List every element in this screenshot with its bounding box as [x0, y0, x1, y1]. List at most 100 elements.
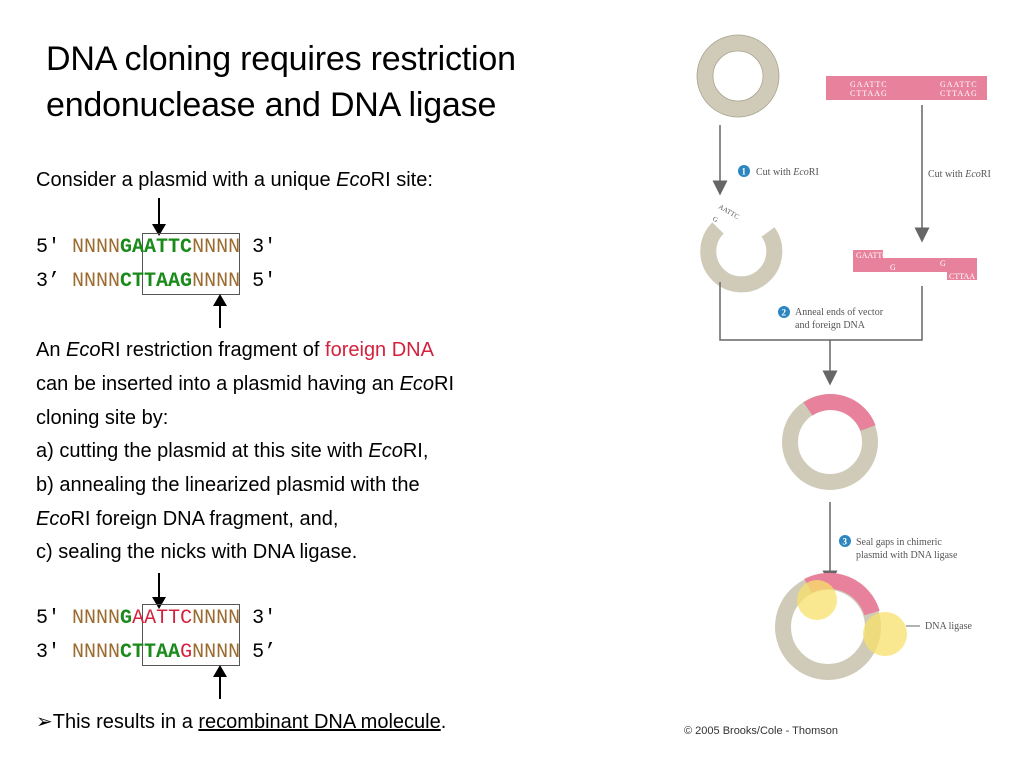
- step-1-badge: [738, 165, 750, 177]
- foreign-dna-text: foreign DNA: [325, 339, 434, 361]
- linear-end-top: AATTC: [717, 203, 741, 221]
- cut-arrow-bottom-1: [219, 302, 221, 328]
- seq1-top-3prime: 3': [252, 236, 277, 259]
- chimeric-insert: [803, 394, 876, 432]
- seq1-bottom-n2: NNNN: [192, 270, 241, 293]
- seq1-bottom-3prime: 3’: [36, 270, 61, 293]
- ligase-label: DNA ligase: [925, 621, 973, 632]
- conclusion-suffix: .: [440, 711, 447, 733]
- seq2-bottom-n2: NNNN: [192, 641, 241, 664]
- cut-arrow-top-2: [158, 573, 160, 603]
- step-1-number: 1: [742, 167, 747, 177]
- seq2-top-n1: NNNN: [72, 607, 121, 630]
- step-2-number: 2: [782, 308, 787, 318]
- body-line-1: An EcoRI restriction fragment of foreign…: [36, 338, 434, 362]
- title-line-2: endonuclease and DNA ligase: [46, 86, 497, 124]
- cloning-figure: GAATTC CTTAAG GAATTC CTTAAG 1 Cut with E…: [684, 34, 991, 737]
- body-l1-eco: Eco: [66, 339, 101, 361]
- step-2-label-2: and foreign DNA: [795, 320, 866, 331]
- step-2-label-1: Anneal ends of vector: [795, 307, 884, 318]
- site-box-1: [142, 233, 240, 295]
- seq2-top-5prime: 5': [36, 607, 61, 630]
- step-3-label-1: Seal gaps in chimeric: [856, 537, 942, 548]
- seq1-top-n2: NNNN: [192, 236, 241, 259]
- body-l4-eco: Eco: [368, 440, 403, 462]
- merge-line-right: [822, 286, 923, 386]
- intro-prefix: Consider a plasmid with a unique: [36, 169, 337, 191]
- recombinant-dna-term: recombinant DNA molecule: [198, 711, 441, 733]
- seq2-bottom-strand: 3' NNNNCTTAAGNNNN 5’: [36, 641, 276, 665]
- seq1-top-strand: 5' NNNNGAATTCNNNN 3': [36, 236, 276, 260]
- body-line-7: c) sealing the nicks with DNA ligase.: [36, 541, 358, 563]
- cut-arrow-bottom-2: [219, 673, 221, 699]
- step-3-badge: [839, 535, 851, 547]
- seq2-top-g: G: [120, 607, 133, 630]
- slide-title: DNA cloning requires restriction endonuc…: [46, 36, 646, 128]
- body-l6-eco: Eco: [36, 508, 71, 530]
- body-l2-a: can be inserted into a plasmid having an: [36, 373, 400, 395]
- seq2-bottom-5prime: 5’: [252, 641, 277, 664]
- fragment-right-top: G: [940, 259, 946, 268]
- cut-arrowhead-top-2: [152, 597, 166, 609]
- seq2-top-3prime: 3': [252, 607, 277, 630]
- body-l6-b: RI foreign DNA fragment, and,: [70, 508, 339, 530]
- fragment-right-sticky-end: CTTAA: [949, 272, 975, 281]
- seq2-bottom-foreign: G: [180, 641, 193, 664]
- linearized-plasmid: [700, 222, 783, 293]
- conclusion-line: ➢This results in a recombinant DNA molec…: [36, 710, 446, 734]
- linear-end-bottom: G: [711, 215, 719, 224]
- intro-text: Consider a plasmid with a unique EcoRI s…: [36, 168, 433, 192]
- intro-suffix: RI site:: [370, 169, 433, 191]
- seq2-bottom-n1: NNNN: [72, 641, 121, 664]
- step-1-label: Cut with EcoRI: [756, 167, 819, 178]
- seq1-bottom-site: CTTAAG: [120, 270, 193, 293]
- foreign-right-top-seq: GAATTC: [940, 80, 978, 89]
- arrow-bullet-icon: ➢: [36, 711, 53, 733]
- seq2-bottom-3prime: 3': [36, 641, 61, 664]
- seq2-top-n2: NNNN: [192, 607, 241, 630]
- cut-foreign-label: Cut with EcoRI: [928, 169, 991, 180]
- ligase-blob-right: [863, 612, 907, 656]
- body-l4-a: a) cutting the plasmid at this site with: [36, 440, 369, 462]
- seq1-bottom-5prime: 5': [252, 270, 277, 293]
- ligase-blob-left: [797, 580, 837, 620]
- body-l2-eco: Eco: [399, 373, 435, 395]
- foreign-left-top-seq: GAATTC: [850, 80, 888, 89]
- cut-arrowhead-bottom-2: [213, 665, 227, 677]
- intact-plasmid: [697, 35, 779, 117]
- body-l1-b: RI restriction fragment of: [100, 339, 326, 361]
- seq1-top-5prime: 5': [36, 236, 61, 259]
- intro-eco: Eco: [336, 169, 371, 191]
- copyright-note: © 2005 Brooks/Cole - Thomson: [684, 725, 838, 737]
- step-3-label-2: plasmid with DNA ligase: [856, 550, 958, 561]
- title-line-1: DNA cloning requires restriction: [46, 40, 516, 78]
- body-line-2: can be inserted into a plasmid having an…: [36, 372, 454, 396]
- seq1-top-site: GAATTC: [120, 236, 193, 259]
- step-3-number: 3: [843, 537, 848, 547]
- body-l2-b: RI: [434, 373, 455, 395]
- cut-arrowhead-bottom-1: [213, 294, 227, 306]
- body-line-5: b) annealing the linearized plasmid with…: [36, 474, 420, 496]
- body-line-6: EcoRI foreign DNA fragment, and,: [36, 507, 338, 531]
- site-box-2: [142, 604, 240, 666]
- conclusion-prefix: This results in a: [52, 711, 199, 733]
- foreign-left-bottom-seq: CTTAAG: [850, 89, 888, 98]
- body-l4-b: RI,: [402, 440, 429, 462]
- cut-arrowhead-top-1: [152, 224, 166, 236]
- seq1-bottom-n1: NNNN: [72, 270, 121, 293]
- seq1-bottom-strand: 3’ NNNNCTTAAGNNNN 5': [36, 270, 276, 294]
- body-line-4: a) cutting the plasmid at this site with…: [36, 439, 428, 463]
- foreign-right-bottom-seq: CTTAAG: [940, 89, 978, 98]
- seq2-top-foreign: AATTC: [132, 607, 193, 630]
- body-line-3: cloning site by:: [36, 407, 169, 429]
- cut-foreign-fragment: [853, 258, 977, 272]
- seq2-bottom-site: CTTAA: [120, 641, 181, 664]
- foreign-dna-bar: [826, 76, 987, 100]
- body-l1-a: An: [36, 339, 67, 361]
- fragment-left-sticky-end: GAATTC: [856, 251, 888, 260]
- fragment-left-bottom: G: [890, 263, 896, 272]
- seq2-top-strand: 5' NNNNGAATTCNNNN 3': [36, 607, 276, 631]
- seq1-top-n1: NNNN: [72, 236, 121, 259]
- cut-arrow-top-1: [158, 198, 160, 230]
- step-2-badge: [778, 306, 790, 318]
